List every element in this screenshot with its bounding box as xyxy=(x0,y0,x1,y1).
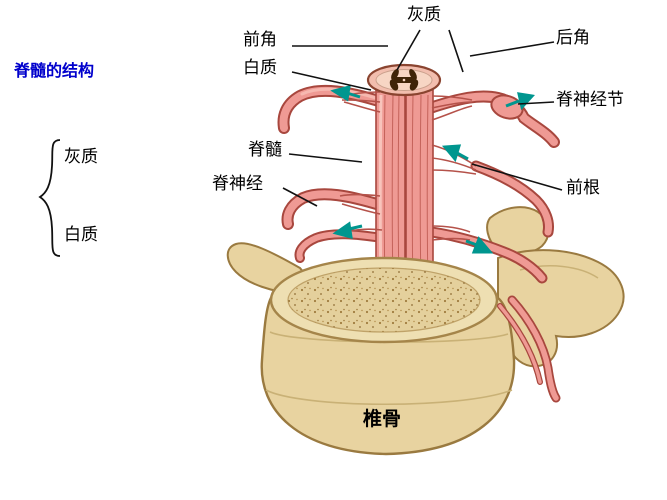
leader-spinal-ganglion xyxy=(517,101,555,105)
page-title: 脊髓的结构 xyxy=(14,61,95,80)
label-spinal-ganglion: 脊神经节 xyxy=(556,90,624,110)
legend-gray-matter: 灰质 xyxy=(64,147,98,167)
label-anterior-horn: 前角 xyxy=(243,30,277,50)
label-spinal-nerve: 脊神经 xyxy=(212,174,263,194)
leader-spinal-nerve xyxy=(282,187,318,207)
spongy-bone-texture xyxy=(288,268,480,332)
central-canal xyxy=(402,78,406,82)
bone-contour-line xyxy=(265,389,513,406)
label-white-matter: 白质 xyxy=(243,58,277,78)
label-spinal-cord: 脊髓 xyxy=(248,140,282,160)
descending-nerve-strands xyxy=(497,295,561,403)
leader-anterior-root xyxy=(471,163,563,191)
right-transverse-process xyxy=(497,249,625,368)
leader-white-matter xyxy=(291,71,372,91)
label-gray-matter: 灰质 xyxy=(407,5,441,25)
spinal-cord-columns xyxy=(375,75,434,307)
label-vertebra: 椎骨 xyxy=(363,408,402,430)
label-posterior-horn: 后角 xyxy=(556,28,590,48)
gray-matter-butterfly xyxy=(389,69,419,91)
direction-arrows xyxy=(330,84,535,254)
leader-spinal-cord xyxy=(288,153,363,163)
leader-posterior-horn xyxy=(469,41,555,57)
legend-white-matter: 白质 xyxy=(64,225,98,245)
label-anterior-root: 前根 xyxy=(566,178,600,198)
leader-gray-matter-left xyxy=(396,29,421,71)
right-articular-process xyxy=(486,206,550,255)
leader-gray-matter-right xyxy=(448,29,464,73)
vertebra-body xyxy=(260,256,516,456)
leader-lines xyxy=(282,29,563,207)
legend-brace xyxy=(38,139,61,257)
cord-cut-surface xyxy=(366,63,442,97)
